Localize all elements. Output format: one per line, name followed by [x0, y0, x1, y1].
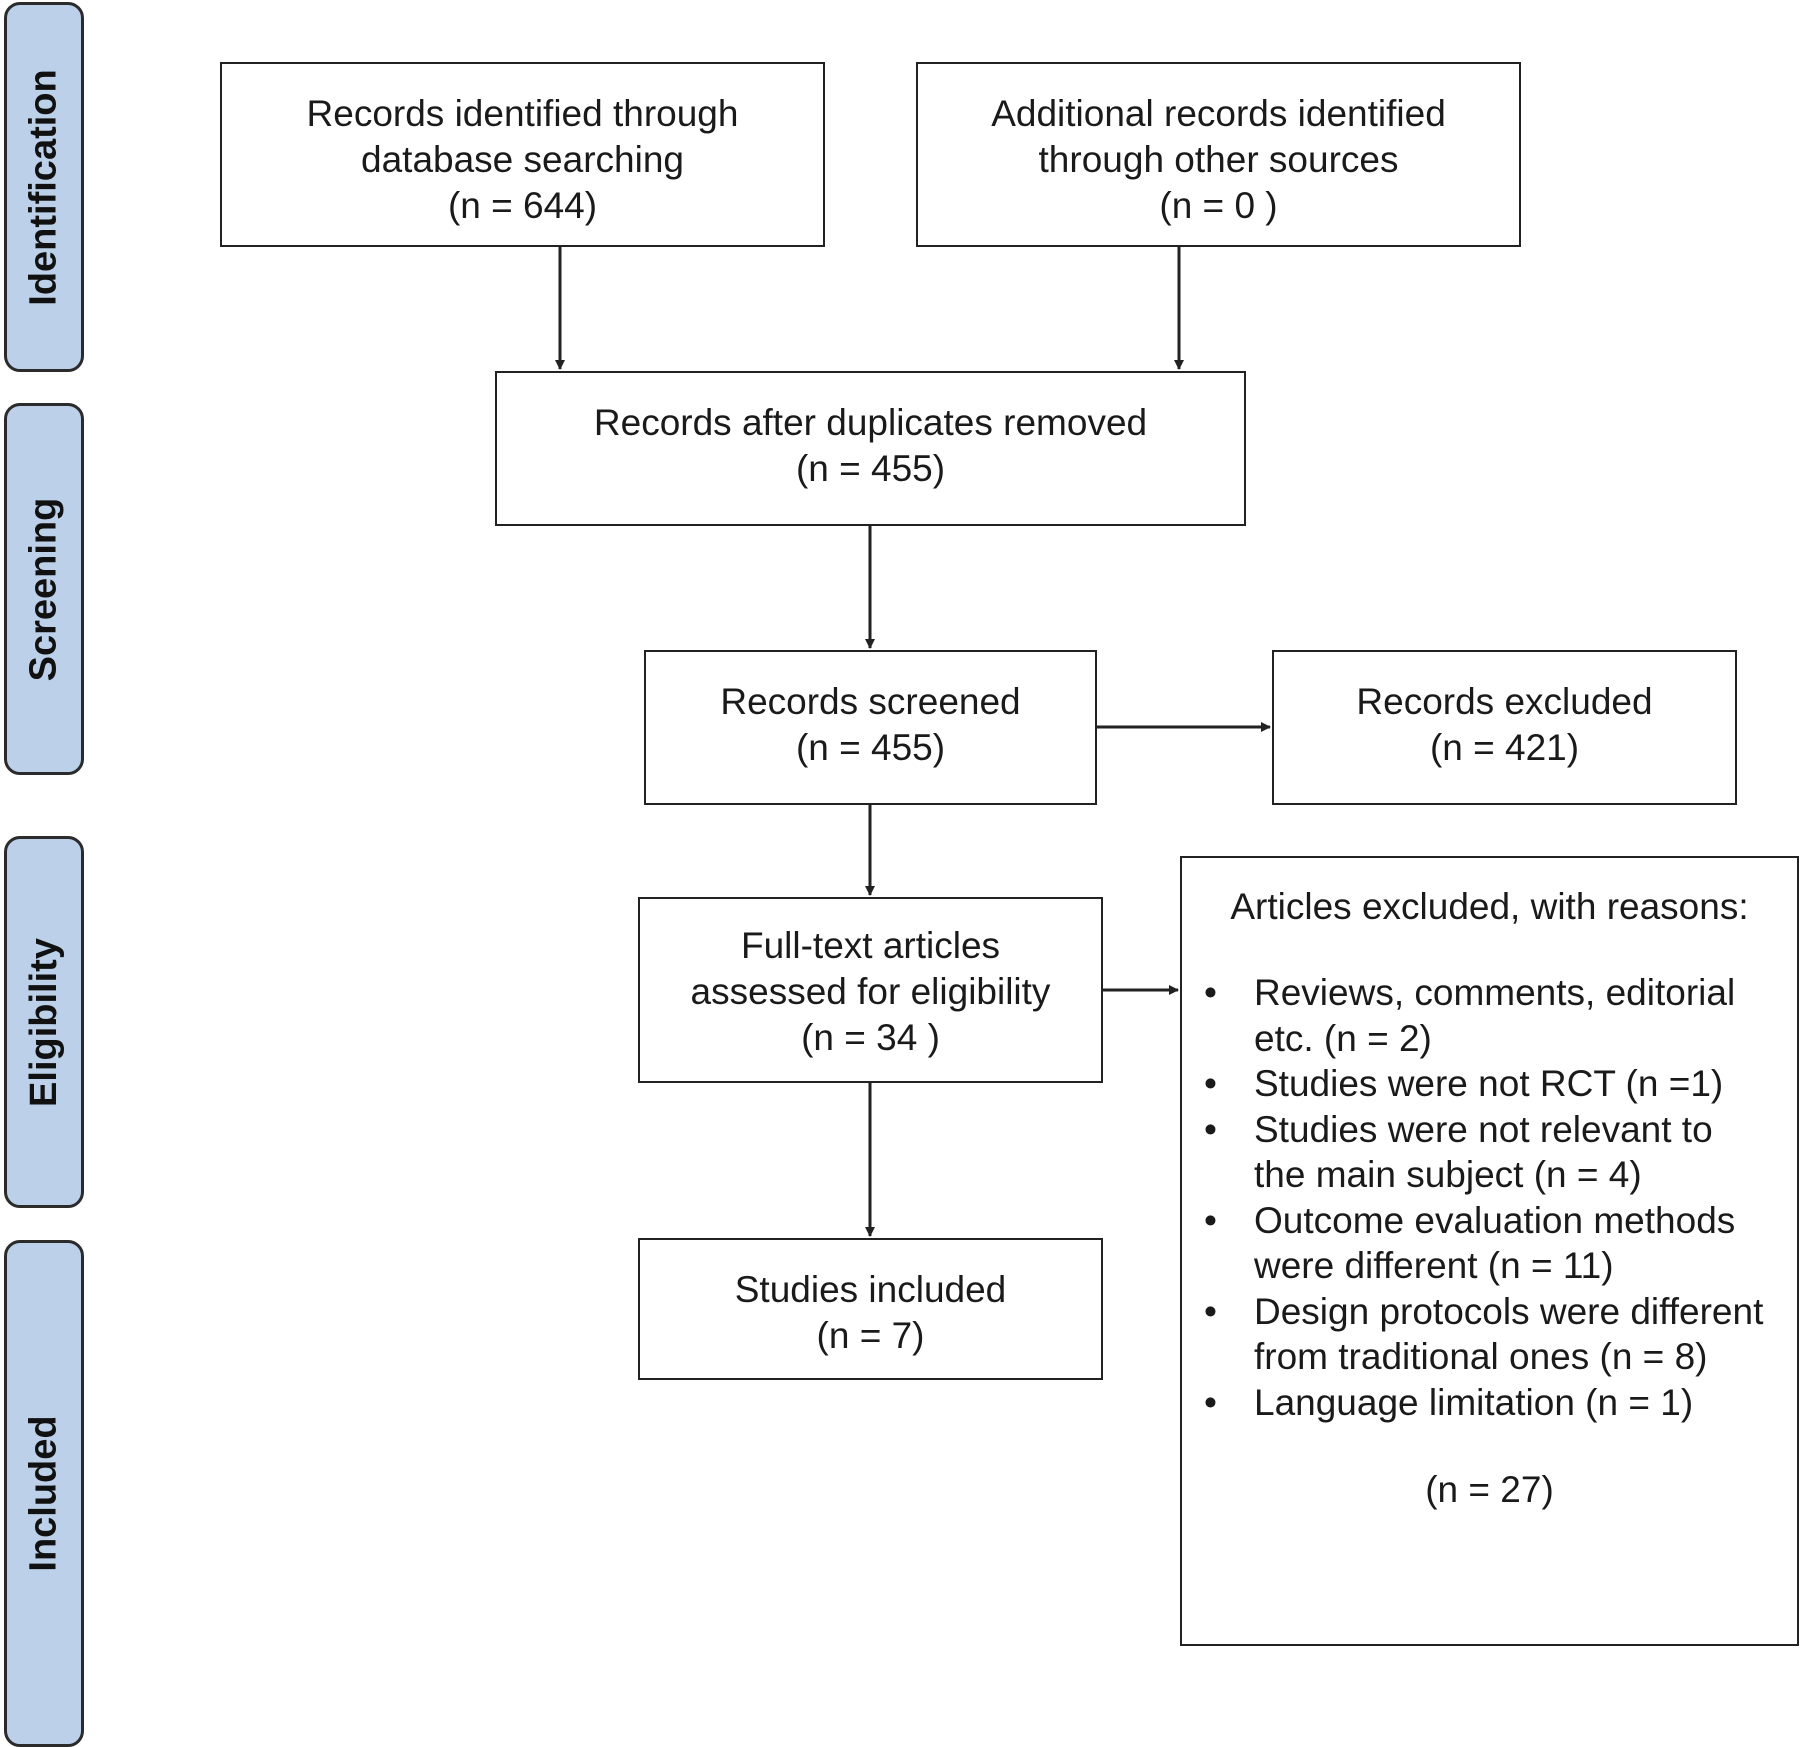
records-excluded-count: (n = 421) — [1429, 727, 1580, 768]
exclusion-reasons-title: Articles excluded, with reasons: — [1230, 886, 1749, 927]
database-search-line1: Records identified through — [306, 93, 739, 134]
exclusion-reasons-list: • Reviews, comments, editorial etc. (n = … — [1182, 970, 1797, 1425]
exclusion-reason-item: • Studies were not relevant to the main s… — [1182, 1107, 1797, 1198]
duplicates-removed-count: (n = 455) — [795, 448, 946, 489]
bullet-icon: • — [1204, 1063, 1217, 1104]
box-records-excluded: Records excluded (n = 421) — [1272, 650, 1737, 805]
bullet-icon: • — [1204, 1108, 1217, 1150]
exclusion-reason-text: Studies were not relevant to the main su… — [1254, 1108, 1713, 1196]
stage-identification: Identification — [4, 2, 84, 372]
stage-included: Included — [4, 1240, 84, 1747]
box-full-text-assessed: Full-text articles assessed for eligibil… — [638, 897, 1103, 1083]
other-sources-line2: through other sources — [1038, 139, 1399, 180]
box-exclusion-reasons: Articles excluded, with reasons: • Review… — [1180, 856, 1799, 1646]
full-text-line2: assessed for eligibility — [690, 971, 1051, 1012]
database-search-count: (n = 644) — [447, 185, 598, 226]
box-duplicates-removed: Records after duplicates removed (n = 45… — [495, 371, 1246, 526]
exclusion-reason-item: • Outcome evaluation methods were differe… — [1182, 1198, 1797, 1289]
other-sources-line1: Additional records identified — [991, 93, 1446, 134]
exclusion-reason-item: • Language limitation (n = 1) — [1182, 1380, 1797, 1426]
exclusion-reasons-total: (n = 27) — [1425, 1469, 1554, 1510]
records-screened-line1: Records screened — [720, 681, 1021, 722]
exclusion-reason-text: Design protocols were different from tra… — [1254, 1290, 1764, 1378]
full-text-count: (n = 34 ) — [801, 1017, 940, 1058]
box-database-search: Records identified through database sear… — [220, 62, 825, 247]
bullet-icon: • — [1204, 972, 1217, 1013]
box-records-screened: Records screened (n = 455) — [644, 650, 1097, 805]
exclusion-reason-text: Outcome evaluation methods were differen… — [1254, 1199, 1736, 1287]
database-search-line2: database searching — [361, 139, 684, 180]
bullet-icon: • — [1204, 1290, 1217, 1332]
exclusion-reason-item: • Reviews, comments, editorial etc. (n = … — [1182, 970, 1797, 1061]
exclusion-reason-text: Reviews, comments, editorial etc. (n = 2… — [1254, 972, 1736, 1059]
duplicates-removed-line1: Records after duplicates removed — [593, 402, 1148, 443]
stage-eligibility: Eligibility — [4, 836, 84, 1208]
full-text-line1: Full-text articles — [740, 925, 1001, 966]
other-sources-count: (n = 0 ) — [1159, 185, 1278, 226]
studies-included-line1: Studies included — [734, 1269, 1007, 1310]
box-studies-included: Studies included (n = 7) — [638, 1238, 1103, 1380]
stage-screening: Screening — [4, 403, 84, 775]
exclusion-reason-item: • Design protocols were different from tr… — [1182, 1289, 1797, 1380]
exclusion-reason-text: Studies were not RCT (n =1) — [1254, 1063, 1724, 1104]
studies-included-count: (n = 7) — [816, 1315, 925, 1356]
box-other-sources: Additional records identified through ot… — [916, 62, 1521, 247]
records-screened-count: (n = 455) — [795, 727, 946, 768]
exclusion-reason-item: • Studies were not RCT (n =1) — [1182, 1061, 1797, 1107]
exclusion-reason-text: Language limitation (n = 1) — [1254, 1381, 1694, 1423]
bullet-icon: • — [1204, 1199, 1217, 1241]
bullet-icon: • — [1204, 1381, 1217, 1423]
records-excluded-line1: Records excluded — [1356, 681, 1653, 722]
